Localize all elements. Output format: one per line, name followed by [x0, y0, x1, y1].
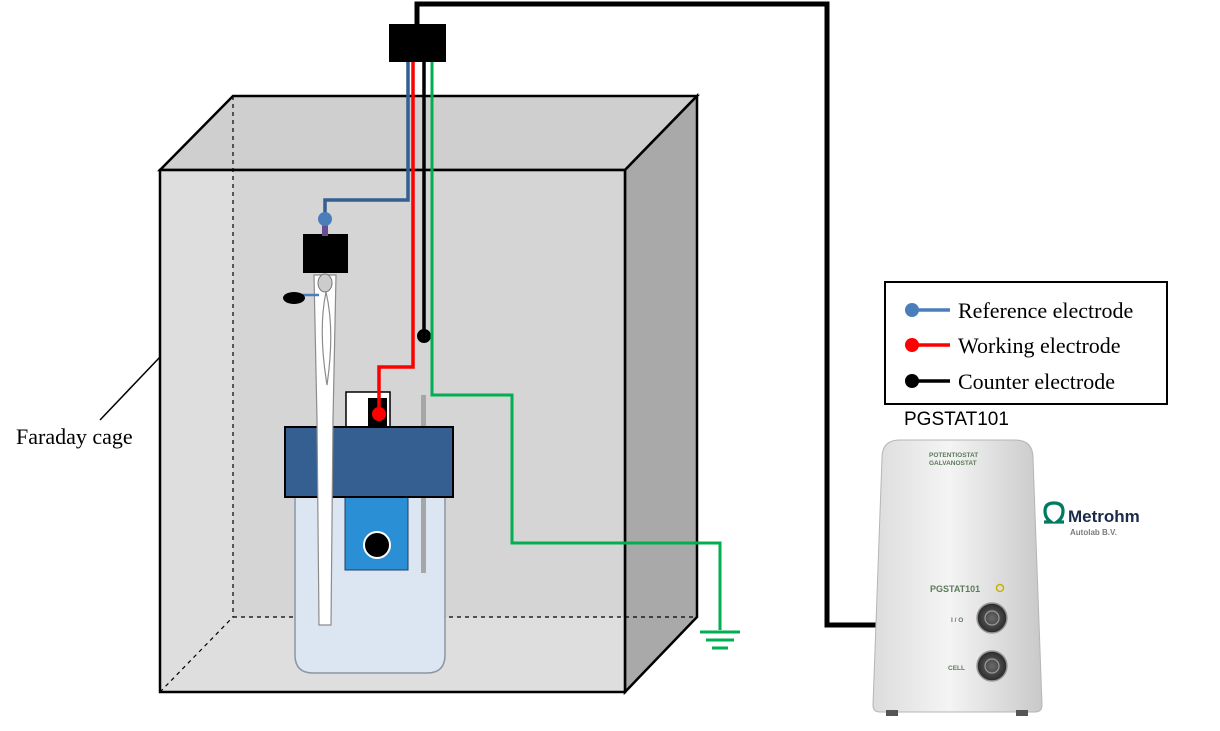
- device-body: [872, 439, 1043, 713]
- stir-bar: [363, 531, 391, 559]
- device-panel-line1: POTENTIOSTAT: [929, 452, 978, 459]
- reference-electrode-clip: [318, 212, 332, 226]
- legend-label-working: Working electrode: [958, 333, 1121, 358]
- ground-symbol: [700, 630, 740, 650]
- reference-electrode-bulb: [317, 273, 333, 293]
- metrohm-logo: Metrohm Autolab B.V.: [1043, 501, 1140, 537]
- io-port: [976, 602, 1008, 634]
- faraday-cage-label: Faraday cage: [16, 424, 133, 449]
- device-power-led: [995, 583, 1005, 593]
- omega-icon: [1043, 501, 1065, 524]
- reference-wire-stub: [322, 224, 328, 236]
- reference-side-plug: [283, 292, 305, 304]
- legend-item-working: Working electrode: [905, 333, 1121, 358]
- cage-side-face: [623, 92, 699, 696]
- device-port-io-label: I / O: [951, 617, 963, 624]
- reference-electrode-cap: [303, 234, 348, 273]
- cell-port: [976, 650, 1008, 682]
- device-foot: [1016, 710, 1028, 716]
- electrochemical-cell: [283, 234, 454, 674]
- device-foot: [886, 710, 898, 716]
- counter-electrode-clip: [417, 329, 431, 343]
- legend-item-counter: Counter electrode: [905, 369, 1115, 394]
- instrument-cable: [414, 1, 880, 628]
- cable-connector-block: [389, 24, 446, 62]
- faraday-cage-pointer: [99, 356, 161, 421]
- brand-subtitle: Autolab B.V.: [1070, 528, 1117, 537]
- legend-label-reference: Reference electrode: [958, 298, 1133, 323]
- working-electrode-wire: [377, 60, 415, 414]
- instrument-label: PGSTAT101: [904, 409, 1009, 430]
- ground-wire: [430, 60, 722, 630]
- device-port-cell-label: CELL: [948, 665, 965, 672]
- reference-electrode-wire: [323, 60, 410, 218]
- cage-hidden-edge: [159, 616, 234, 693]
- cage-top-face: [157, 94, 700, 172]
- legend-item-reference: Reference electrode: [905, 298, 1133, 323]
- reference-electrode-tube: [313, 274, 337, 626]
- legend-label-counter: Counter electrode: [958, 369, 1115, 394]
- legend: Reference electrode Working electrode Co…: [884, 281, 1168, 405]
- cell-lid: [284, 426, 454, 498]
- device-model-label: PGSTAT101: [930, 584, 980, 594]
- working-electrode-clip: [372, 407, 386, 421]
- legend-box: [884, 281, 1168, 405]
- reference-electrode-inner-wire: [321, 291, 332, 386]
- brand-name: Metrohm: [1068, 507, 1140, 526]
- device-panel-line2: GALVANOSTAT: [929, 460, 977, 467]
- potentiostat-device: POTENTIOSTAT GALVANOSTAT PGSTAT101 I / O…: [872, 439, 1043, 716]
